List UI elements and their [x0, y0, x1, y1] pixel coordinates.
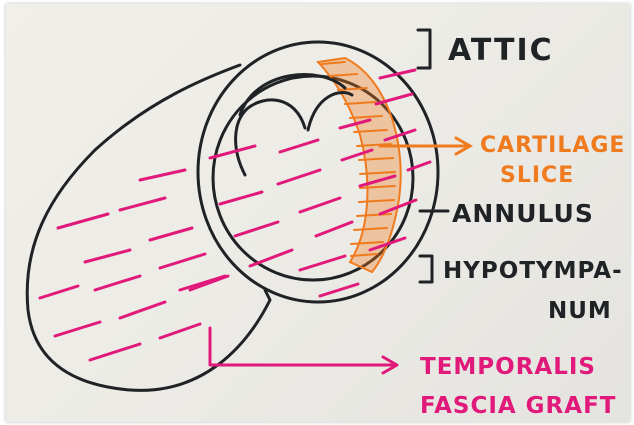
attic-bracket [418, 30, 430, 68]
malleus-shape [236, 100, 305, 175]
cartilage-slice [318, 58, 401, 272]
label-temporalis-line1: TEMPORALIS [420, 354, 596, 380]
label-attic: ATTIC [448, 33, 554, 68]
hypotympanum-bracket [420, 256, 432, 282]
label-cartilage-line1: CARTILAGE [480, 133, 625, 158]
label-hypotympanum-line1: HYPOTYMPA- [443, 258, 623, 284]
temporalis-pointer [210, 328, 397, 373]
label-hypotympanum-line2: NUM [548, 298, 612, 324]
label-cartilage-line2: SLICE [500, 163, 574, 188]
label-temporalis-line2: FASCIA GRAFT [420, 393, 616, 419]
label-annulus: ANNULUS [452, 199, 594, 228]
